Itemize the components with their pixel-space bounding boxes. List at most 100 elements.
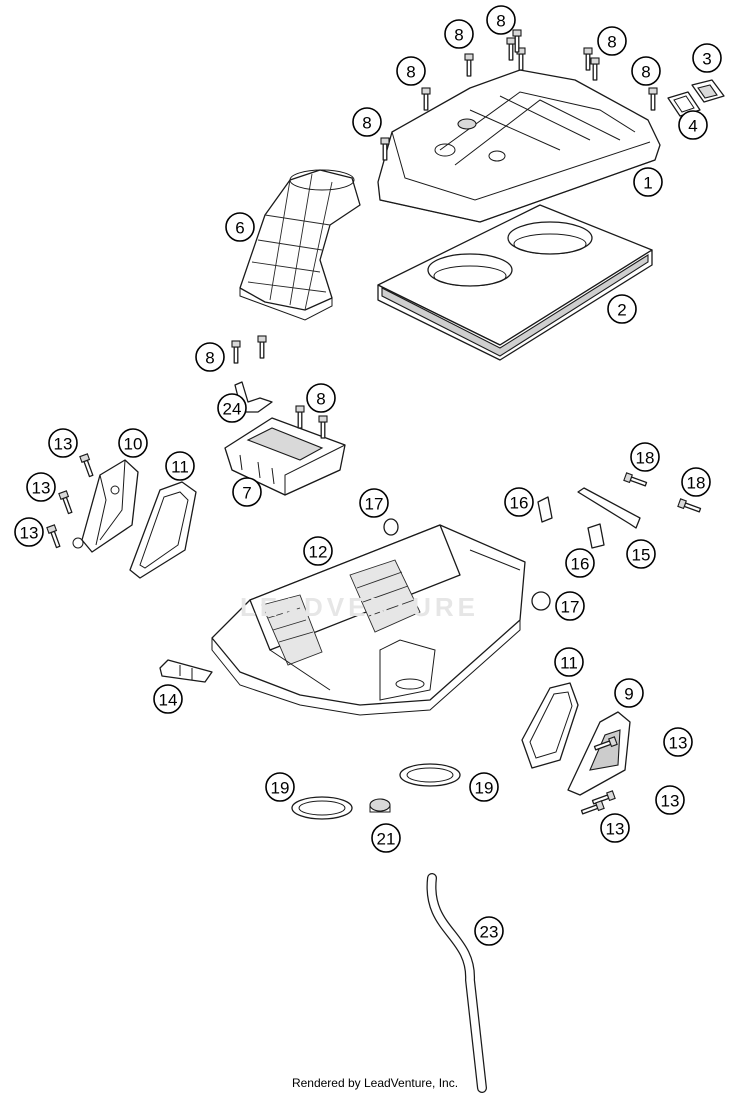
bolt <box>464 53 474 77</box>
svg-text:8: 8 <box>406 63 415 82</box>
callout-14: 14 <box>153 684 183 714</box>
callout-13: 13 <box>48 428 78 458</box>
bolt <box>231 340 241 364</box>
svg-text:19: 19 <box>271 779 290 798</box>
bolt <box>512 29 522 53</box>
footer-text: Rendered by LeadVenture, Inc. <box>291 1076 459 1090</box>
callout-16: 16 <box>504 487 534 517</box>
bolt <box>591 790 616 805</box>
callout-19: 19 <box>469 772 499 802</box>
airbox-body <box>211 524 526 716</box>
callout-21: 21 <box>371 823 401 853</box>
drain-plug <box>369 798 391 813</box>
callout-10: 10 <box>118 428 148 458</box>
callout-12: 12 <box>303 536 333 566</box>
svg-text:13: 13 <box>32 479 51 498</box>
clip-block <box>159 659 213 683</box>
callout-24: 24 <box>217 393 247 423</box>
svg-text:2: 2 <box>617 301 626 320</box>
bolt <box>46 524 61 549</box>
svg-text:13: 13 <box>661 792 680 811</box>
bracket-left <box>72 459 139 553</box>
bolt <box>58 490 73 515</box>
svg-text:18: 18 <box>687 474 706 493</box>
bolt <box>295 405 305 429</box>
drain-hose <box>426 873 487 1093</box>
callout-13: 13 <box>663 727 693 757</box>
svg-text:19: 19 <box>475 779 494 798</box>
bolt <box>380 137 390 161</box>
svg-text:21: 21 <box>377 830 396 849</box>
bolt <box>580 800 605 815</box>
callout-15: 15 <box>626 539 656 569</box>
callout-11: 11 <box>554 647 584 677</box>
svg-text:6: 6 <box>235 219 244 238</box>
svg-text:18: 18 <box>636 449 655 468</box>
svg-text:13: 13 <box>20 524 39 543</box>
svg-text:17: 17 <box>561 598 580 617</box>
svg-text:4: 4 <box>688 117 697 136</box>
gasket-right <box>521 682 579 769</box>
callout-13: 13 <box>655 785 685 815</box>
callout-17: 17 <box>359 488 389 518</box>
svg-text:11: 11 <box>171 458 189 477</box>
callout-13: 13 <box>14 517 44 547</box>
watermark: LEADVENTURE <box>240 592 480 622</box>
svg-text:8: 8 <box>641 63 650 82</box>
callout-8: 8 <box>597 26 627 56</box>
svg-text:16: 16 <box>510 494 529 513</box>
callout-13: 13 <box>600 813 630 843</box>
svg-text:14: 14 <box>159 691 178 710</box>
svg-text:9: 9 <box>624 685 633 704</box>
callout-2: 2 <box>607 294 637 324</box>
gasket-left <box>129 481 197 579</box>
callout-8: 8 <box>444 19 474 49</box>
callout-18: 18 <box>681 467 711 497</box>
svg-text:8: 8 <box>607 33 616 52</box>
svg-text:8: 8 <box>205 349 214 368</box>
svg-text:16: 16 <box>571 555 590 574</box>
callout-17: 17 <box>555 591 585 621</box>
bolt <box>583 47 593 71</box>
air-filter <box>377 204 653 361</box>
callout-19: 19 <box>265 772 295 802</box>
callout-8: 8 <box>352 107 382 137</box>
intake-boot <box>239 169 361 321</box>
svg-text:24: 24 <box>223 400 242 419</box>
callout-11: 11 <box>165 451 195 481</box>
strap-bracket <box>577 487 641 529</box>
svg-text:8: 8 <box>454 26 463 45</box>
bracket-right <box>567 711 631 796</box>
svg-text:13: 13 <box>54 435 73 454</box>
callout-8: 8 <box>486 5 516 35</box>
airbox-cover <box>377 69 661 223</box>
callout-9: 9 <box>614 678 644 708</box>
callout-7: 7 <box>232 477 262 507</box>
callout-16: 16 <box>565 548 595 578</box>
svg-text:1: 1 <box>643 174 652 193</box>
callout-8: 8 <box>195 342 225 372</box>
callout-23: 23 <box>474 916 504 946</box>
callout-3: 3 <box>692 43 722 73</box>
bolt <box>257 335 267 359</box>
svg-text:7: 7 <box>242 484 251 503</box>
svg-text:15: 15 <box>632 546 651 565</box>
bolt <box>318 415 328 439</box>
bolt <box>623 472 648 487</box>
svg-text:8: 8 <box>362 114 371 133</box>
callout-8: 8 <box>396 56 426 86</box>
bolt <box>590 57 600 81</box>
svg-text:3: 3 <box>702 50 711 69</box>
bolt <box>593 736 618 751</box>
callout-4: 4 <box>678 110 708 140</box>
callout-18: 18 <box>630 442 660 472</box>
bolt <box>516 47 526 71</box>
grommets <box>383 518 551 611</box>
bolt <box>677 498 702 513</box>
seal-rings <box>291 763 461 820</box>
svg-text:8: 8 <box>316 390 325 409</box>
svg-text:11: 11 <box>560 654 578 673</box>
svg-text:23: 23 <box>480 923 499 942</box>
svg-text:8: 8 <box>496 12 505 31</box>
